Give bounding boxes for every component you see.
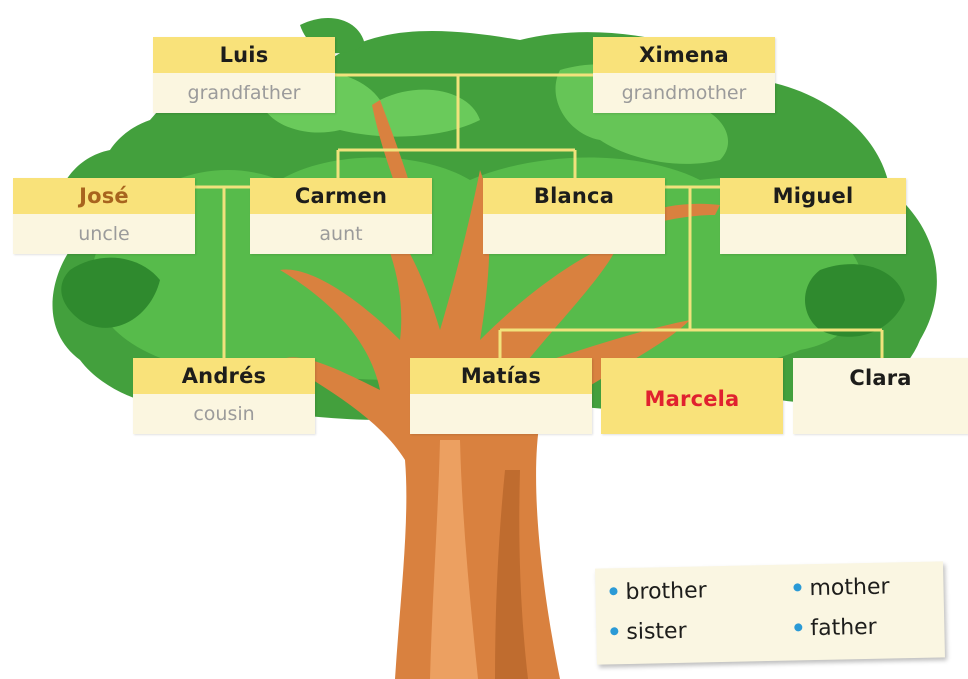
bullet-icon: [793, 583, 802, 592]
name-carmen: Carmen: [250, 178, 432, 214]
name-blanca: Blanca: [483, 178, 665, 214]
role-miguel-blank: [720, 214, 906, 254]
role-carmen: aunt: [250, 214, 432, 254]
word-mother: mother: [809, 574, 890, 602]
word-brother: brother: [625, 578, 707, 606]
word-bank-item: sister: [610, 619, 687, 646]
word-bank-item: mother: [793, 574, 890, 601]
role-blanca-blank: [483, 214, 665, 254]
bullet-icon: [794, 623, 803, 632]
name-marcela: Marcela: [644, 387, 740, 411]
card-miguel: Miguel: [720, 178, 906, 254]
card-luis: Luis grandfather: [153, 37, 335, 113]
name-luis: Luis: [153, 37, 335, 73]
word-bank: brother mother sister father: [595, 561, 945, 665]
card-clara: Clara: [793, 358, 968, 434]
word-bank-item: brother: [609, 578, 707, 605]
card-matias: Matías: [410, 358, 592, 434]
role-andres: cousin: [133, 394, 315, 434]
card-ximena: Ximena grandmother: [593, 37, 775, 113]
name-clara: Clara: [849, 366, 912, 390]
role-matias-blank: [410, 394, 592, 434]
word-bank-item: father: [794, 615, 877, 642]
name-ximena: Ximena: [593, 37, 775, 73]
card-jose: José uncle: [13, 178, 195, 254]
bullet-icon: [610, 627, 619, 636]
name-andres: Andrés: [133, 358, 315, 394]
role-jose: uncle: [13, 214, 195, 254]
connector-lines: [195, 73, 884, 358]
word-father: father: [810, 614, 877, 642]
name-jose: José: [13, 178, 195, 214]
card-carmen: Carmen aunt: [250, 178, 432, 254]
card-marcela: Marcela: [601, 358, 783, 434]
bullet-icon: [609, 587, 618, 596]
card-blanca: Blanca: [483, 178, 665, 254]
card-andres: Andrés cousin: [133, 358, 315, 434]
word-sister: sister: [626, 618, 687, 646]
role-luis: grandfather: [153, 73, 335, 113]
role-ximena: grandmother: [593, 73, 775, 113]
name-miguel: Miguel: [720, 178, 906, 214]
name-matias: Matías: [410, 358, 592, 394]
